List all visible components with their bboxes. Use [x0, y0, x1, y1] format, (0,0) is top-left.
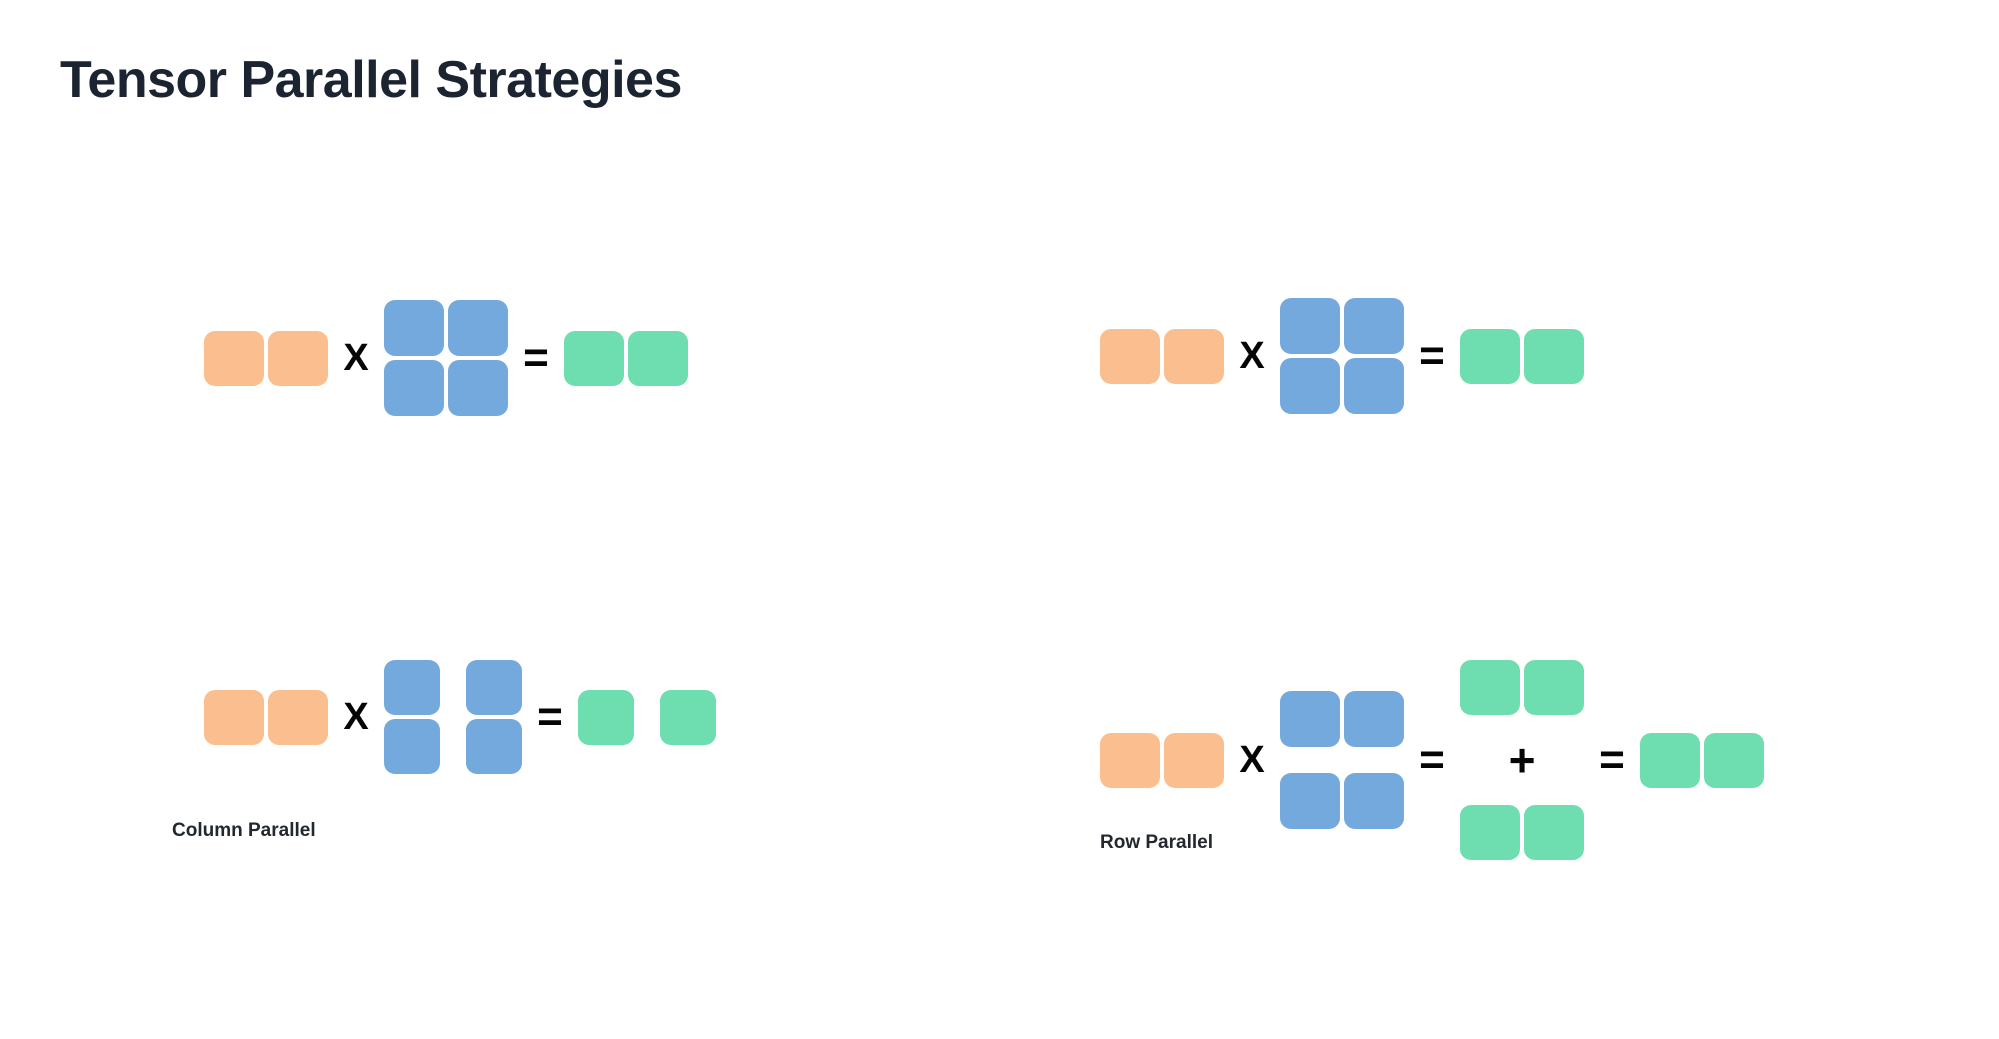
operator-multiply-icon: X [343, 337, 369, 379]
matrix-cell-green [1460, 660, 1520, 715]
matrix-cell-orange [204, 330, 264, 386]
matrix-cell-orange [204, 689, 264, 745]
caption-row-parallel: Row Parallel [1100, 832, 1213, 853]
matrix-row [384, 300, 508, 356]
matrix-cell-blue [448, 360, 508, 416]
matrix-cell-blue [1280, 298, 1340, 354]
matrix-weight-column-sharded [384, 660, 522, 774]
operator-plus-icon: + [1508, 734, 1536, 786]
matrix-row [204, 689, 328, 745]
equation-column-parallel-sharded: X = [204, 660, 716, 774]
matrix-row [578, 689, 716, 745]
operator-equals-icon: = [1419, 735, 1445, 784]
matrix-cell-blue [1344, 358, 1404, 414]
matrix-cell-blue [1280, 358, 1340, 414]
matrix-row [384, 660, 522, 715]
matrix-row [1460, 805, 1584, 860]
matrix-cell-blue [466, 719, 522, 774]
matrix-cell-orange [1164, 732, 1224, 788]
page-title: Tensor Parallel Strategies [60, 51, 682, 109]
matrix-weight [1280, 298, 1404, 414]
matrix-cell-blue [384, 360, 444, 416]
matrix-cell-green [1704, 732, 1764, 788]
operator-multiply-icon: X [343, 696, 369, 738]
matrix-row [1280, 773, 1404, 829]
matrix-cell-orange [1164, 328, 1224, 384]
equation-column-parallel-unsharded: X = [204, 300, 688, 416]
matrix-weight-row-sharded [1280, 691, 1404, 829]
matrix-row [564, 330, 688, 386]
matrix-cell-orange [1100, 328, 1160, 384]
matrix-cell-blue [466, 660, 522, 715]
matrix-row [204, 330, 328, 386]
operator-equals-icon: = [537, 692, 563, 741]
matrix-output-activation [1460, 328, 1584, 384]
matrix-weight [384, 300, 508, 416]
matrix-cell-blue [448, 300, 508, 356]
matrix-cell-blue [1280, 773, 1340, 829]
matrix-cell-green [628, 330, 688, 386]
matrix-cell-blue [1344, 298, 1404, 354]
matrix-cell-green [1524, 805, 1584, 860]
matrix-row [1460, 660, 1584, 715]
matrix-cell-blue [384, 660, 440, 715]
matrix-row [384, 719, 522, 774]
matrix-cell-green [578, 689, 634, 745]
matrix-partial-sum-bottom [1460, 805, 1584, 860]
matrix-input-activation [1100, 328, 1224, 384]
matrix-cell-blue [1280, 691, 1340, 747]
matrix-row [384, 360, 508, 416]
matrix-input-activation [204, 689, 328, 745]
matrix-cell-green [564, 330, 624, 386]
matrix-cell-blue [384, 300, 444, 356]
matrix-input-activation [204, 330, 328, 386]
operator-multiply-icon: X [1239, 739, 1265, 781]
matrix-cell-green [1524, 328, 1584, 384]
matrix-cell-green [1460, 328, 1520, 384]
matrix-cell-green [660, 689, 716, 745]
matrix-row [1280, 691, 1404, 747]
equation-row-parallel-unsharded: X = [1100, 298, 1584, 414]
matrix-cell-green [1524, 660, 1584, 715]
matrix-cell-orange [268, 689, 328, 745]
matrix-cell-orange [268, 330, 328, 386]
equation-row-parallel-sharded: X = + = [1100, 660, 1764, 860]
matrix-cell-blue [1344, 773, 1404, 829]
matrix-row [1460, 328, 1584, 384]
partial-sum-group: + [1460, 660, 1584, 860]
matrix-output-activation [564, 330, 688, 386]
caption-column-parallel: Column Parallel [172, 820, 316, 841]
matrix-input-activation [1100, 732, 1224, 788]
matrix-cell-green [1640, 732, 1700, 788]
matrix-output-activation-sharded [578, 689, 716, 745]
matrix-cell-blue [384, 719, 440, 774]
matrix-output-activation [1640, 732, 1764, 788]
matrix-cell-green [1460, 805, 1520, 860]
matrix-partial-sum-top [1460, 660, 1584, 715]
matrix-row [1280, 298, 1404, 354]
matrix-row [1100, 328, 1224, 384]
operator-multiply-icon: X [1239, 335, 1265, 377]
operator-equals-icon: = [1599, 735, 1625, 784]
matrix-cell-orange [1100, 732, 1160, 788]
operator-equals-icon: = [523, 333, 549, 382]
matrix-row [1100, 732, 1224, 788]
matrix-cell-blue [1344, 691, 1404, 747]
operator-equals-icon: = [1419, 331, 1445, 380]
matrix-row [1280, 358, 1404, 414]
matrix-row [1640, 732, 1764, 788]
